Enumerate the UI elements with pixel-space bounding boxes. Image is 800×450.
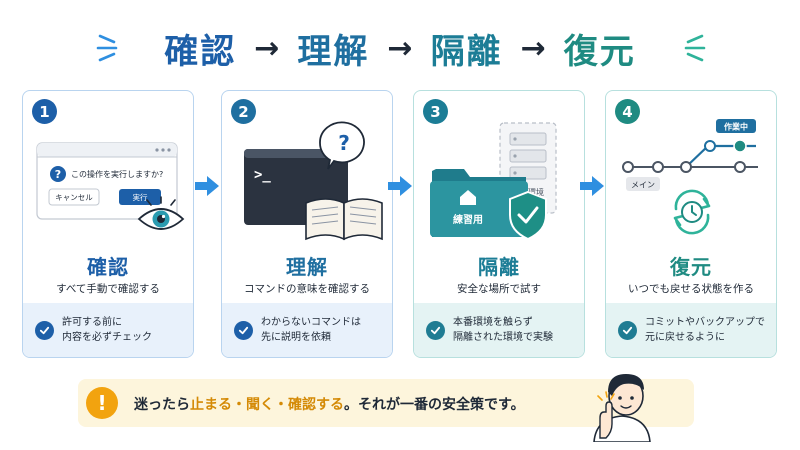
- title-word-isolate: 隔離: [430, 31, 503, 72]
- step-title: 確認: [87, 255, 129, 279]
- git-branch-illustration: 作業中 メイン: [622, 119, 758, 235]
- step-number-badge: 4: [615, 99, 640, 124]
- confirm-dialog-illustration: ? この操作を実行しますか? キャンセル 実行: [36, 142, 185, 230]
- step-title: 理解: [286, 255, 328, 279]
- step-card-restore: 4 作業中 メイン 復元 いつでも戻せる状態を作る: [605, 90, 777, 358]
- dialog-question-text: この操作を実行しますか?: [71, 169, 163, 179]
- svg-text:メイン: メイン: [631, 181, 655, 190]
- step-number-badge: 1: [32, 99, 57, 124]
- dialog-cancel-button: キャンセル: [55, 193, 93, 202]
- accent-lines-left-icon: [94, 30, 122, 66]
- restore-clock-icon: [673, 189, 711, 235]
- step-tip-text: 許可する前に 内容を必ずチェック: [62, 317, 152, 343]
- step-card-understand: 2 >_ ? 理解 コマンドの意味を確認する わからないコマンドは 先に説明を依…: [221, 90, 393, 358]
- svg-text:?: ?: [55, 168, 61, 181]
- step-subtitle: すべて手動で確認する: [56, 283, 160, 295]
- dialog-run-button: 実行: [133, 192, 148, 202]
- flow-arrow-icon: [580, 176, 604, 196]
- step-number-badge: 3: [423, 99, 448, 124]
- svg-text:練習用: 練習用: [453, 213, 483, 226]
- speech-bubble-icon: ?: [319, 121, 365, 170]
- terminal-book-illustration: >_ ?: [244, 121, 383, 241]
- step-tip: 本番環境を触らず 隔離された環境で実験: [414, 303, 584, 357]
- step-title: 復元: [670, 255, 712, 279]
- step-card-confirm: 1 ? この操作を実行しますか? キャンセル 実行 確認 すべて手動で確認する …: [22, 90, 194, 358]
- title-arrow-1: →: [254, 30, 280, 66]
- flow-arrow-icon: [195, 176, 219, 196]
- safety-tip-banner: ! 迷ったら止まる・聞く・確認する。それが一番の安全策です。: [78, 379, 694, 427]
- warning-icon: !: [86, 387, 118, 419]
- title-word-confirm: 確認: [164, 31, 237, 72]
- open-book-icon: [305, 198, 383, 241]
- check-icon: [426, 320, 445, 340]
- accent-lines-right-icon: [680, 30, 708, 66]
- step-subtitle: コマンドの意味を確認する: [244, 283, 370, 295]
- svg-text:作業中: 作業中: [724, 122, 748, 132]
- main-tag: メイン: [626, 177, 660, 191]
- title-arrow-3: →: [520, 30, 546, 66]
- svg-text:?: ?: [338, 131, 350, 155]
- step-tip: 許可する前に 内容を必ずチェック: [23, 303, 193, 357]
- step-tip: わからないコマンドは 先に説明を依頼: [222, 303, 392, 357]
- safety-tip-text: 迷ったら止まる・聞く・確認する。それが一番の安全策です。: [134, 397, 525, 413]
- branch-tag: 作業中: [716, 119, 756, 133]
- check-icon: [234, 320, 253, 340]
- step-number-badge: 2: [231, 99, 256, 124]
- svg-text:>_: >_: [254, 167, 271, 183]
- title-word-restore: 復元: [563, 31, 636, 72]
- shield-check-icon: [509, 190, 547, 241]
- step-tip-text: コミットやバックアップで 元に戻せるように: [645, 317, 765, 343]
- check-icon: [618, 320, 637, 340]
- step-card-isolate: 3 本番環境 練習用 隔離 安全な場所で試す 本番環境を触らず 隔離された環境で…: [413, 90, 585, 358]
- step-subtitle: いつでも戻せる状態を作る: [628, 283, 754, 295]
- sandbox-illustration: 本番環境 練習用: [430, 122, 557, 241]
- title-arrow-2: →: [387, 30, 413, 66]
- step-tip: コミットやバックアップで 元に戻せるように: [606, 303, 776, 357]
- step-subtitle: 安全な場所で試す: [457, 283, 541, 295]
- safety-tip-highlight: 止まる・聞く・確認する: [190, 397, 344, 413]
- title-row: 確認 → 理解 → 隔離 → 復元: [0, 22, 800, 74]
- folder-icon: 練習用: [430, 169, 528, 237]
- step-tip-text: 本番環境を触らず 隔離された環境で実験: [453, 317, 553, 343]
- step-title: 隔離: [478, 255, 520, 279]
- title-word-understand: 理解: [297, 31, 370, 72]
- flow-arrow-icon: [388, 176, 412, 196]
- eye-icon: [137, 196, 185, 230]
- check-icon: [35, 320, 54, 340]
- person-pointing-icon: [593, 374, 651, 442]
- step-tip-text: わからないコマンドは 先に説明を依頼: [261, 317, 361, 343]
